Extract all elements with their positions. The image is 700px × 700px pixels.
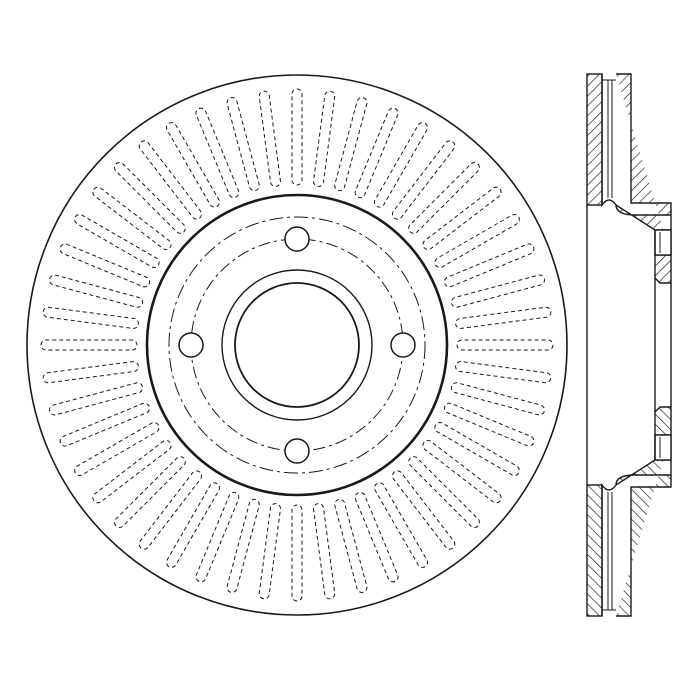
vane bbox=[166, 482, 220, 568]
vane bbox=[450, 382, 545, 416]
vane bbox=[92, 186, 172, 251]
pilot-circle bbox=[168, 216, 426, 474]
bolt-hole bbox=[284, 226, 310, 252]
vane bbox=[455, 306, 552, 329]
bolt-circle bbox=[190, 238, 404, 452]
vane bbox=[114, 162, 186, 234]
vane bbox=[313, 90, 336, 187]
cooling-vanes bbox=[40, 88, 554, 602]
vane bbox=[59, 243, 151, 288]
vane bbox=[313, 503, 336, 600]
bolt-hole bbox=[178, 332, 204, 358]
hub-ring bbox=[221, 269, 373, 421]
vane bbox=[49, 382, 144, 416]
vane bbox=[74, 214, 160, 268]
vane bbox=[42, 306, 139, 329]
vane bbox=[334, 498, 368, 593]
vane bbox=[422, 439, 502, 504]
vane bbox=[40, 339, 138, 351]
vane bbox=[195, 107, 240, 199]
vane bbox=[114, 456, 186, 528]
vane bbox=[374, 122, 428, 208]
vane bbox=[42, 361, 139, 384]
vane bbox=[456, 339, 554, 351]
center-bore bbox=[234, 282, 360, 408]
outboard-plate bbox=[586, 73, 603, 206]
vane bbox=[258, 503, 281, 600]
vane bbox=[291, 88, 303, 186]
vane bbox=[138, 470, 203, 550]
vane bbox=[408, 162, 480, 234]
vane bbox=[374, 482, 428, 568]
vane bbox=[195, 491, 240, 583]
hat-boundary bbox=[145, 193, 449, 497]
vane bbox=[92, 439, 172, 504]
vane bbox=[455, 361, 552, 384]
outer-edge bbox=[26, 74, 568, 616]
vane bbox=[334, 97, 368, 192]
vane bbox=[291, 504, 303, 602]
vane bbox=[354, 107, 399, 199]
vane bbox=[443, 402, 535, 447]
vane bbox=[434, 214, 520, 268]
vane bbox=[443, 243, 535, 288]
vane bbox=[434, 422, 520, 476]
vane bbox=[258, 90, 281, 187]
vane bbox=[49, 274, 144, 308]
vane bbox=[138, 140, 203, 220]
vane bbox=[354, 491, 399, 583]
vane bbox=[166, 122, 220, 208]
vane bbox=[391, 140, 456, 220]
vane bbox=[74, 422, 160, 476]
vane bbox=[391, 470, 456, 550]
vane bbox=[408, 456, 480, 528]
bolt-holes bbox=[178, 226, 416, 464]
vane bbox=[59, 402, 151, 447]
bolt-hole bbox=[284, 438, 310, 464]
vane bbox=[226, 97, 260, 192]
vane bbox=[450, 274, 545, 308]
side-profile bbox=[586, 73, 672, 617]
vane bbox=[422, 186, 502, 251]
bolt-hole bbox=[390, 332, 416, 358]
vane bbox=[226, 498, 260, 593]
front-view bbox=[26, 74, 568, 616]
